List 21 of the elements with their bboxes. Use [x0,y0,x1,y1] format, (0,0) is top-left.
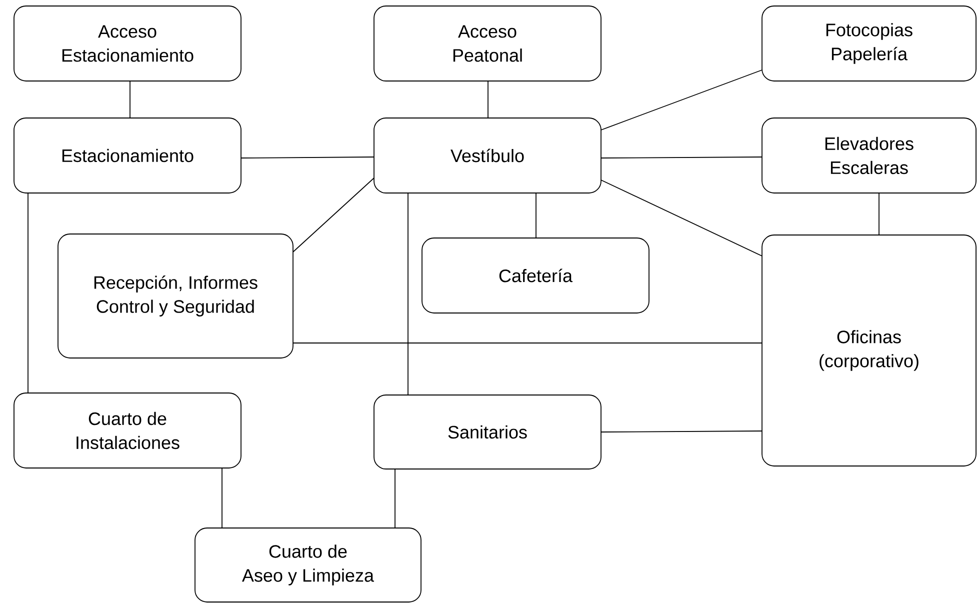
connector-line [292,342,762,344]
connector-line [600,156,762,158]
connector-line [292,178,374,252]
room-box: Oficinas (corporativo) [762,234,976,466]
connector-line [240,156,374,158]
room-box: Fotocopias Papelería [762,6,976,82]
connector-line [600,180,762,256]
room-box: Vestíbulo [374,118,602,194]
room-box: Elevadores Escaleras [762,118,976,194]
room-box: Recepción, Informes Control y Seguridad [58,234,294,358]
room-box: Acceso Estacionamiento [14,6,242,82]
room-box: Cuarto de Aseo y Limpieza [194,528,422,602]
room-box: Estacionamiento [14,118,242,194]
room-box: Acceso Peatonal [374,6,602,82]
room-box: Cafetería [422,238,650,314]
connector-line [878,192,880,236]
connector-line [600,70,762,130]
connector-line [600,430,762,432]
room-box: Cuarto de Instalaciones [14,392,242,468]
connector-line [394,468,396,528]
room-box: Sanitarios [374,394,602,470]
